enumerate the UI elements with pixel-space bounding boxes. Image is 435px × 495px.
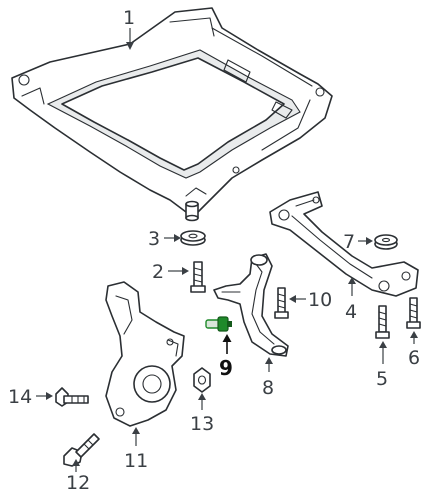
- part-9-highlighted-bolt: [205, 316, 232, 332]
- callout-3: 3: [148, 228, 160, 250]
- part-1-subframe: [11, 7, 333, 222]
- part-3-insulator: [180, 230, 206, 246]
- part-10-bolt: [274, 287, 289, 319]
- callout-1: 1: [123, 7, 135, 29]
- part-13-nut: [193, 367, 211, 393]
- callout-labels: 1 3 7 2 10 4 5 6 8 9 13 11 14 12: [8, 7, 420, 494]
- part-7-insulator: [374, 234, 398, 250]
- callout-4: 4: [345, 301, 357, 323]
- callout-10: 10: [308, 289, 332, 311]
- leader-lines: [36, 28, 418, 472]
- callout-12: 12: [66, 472, 90, 494]
- callout-2: 2: [152, 261, 164, 283]
- part-8-control-arm: [213, 253, 289, 357]
- callout-9: 9: [219, 356, 233, 380]
- callout-6: 6: [408, 347, 420, 369]
- part-12-bolt: [63, 433, 100, 467]
- callout-14: 14: [8, 386, 32, 408]
- part-14-bolt: [55, 387, 89, 407]
- part-6-bolt: [406, 297, 421, 329]
- part-11-knuckle: [105, 281, 185, 427]
- callout-13: 13: [190, 413, 214, 435]
- part-2-bolt: [190, 261, 206, 293]
- callout-11: 11: [124, 450, 148, 472]
- callout-5: 5: [376, 368, 388, 390]
- part-5-bolt: [375, 305, 390, 339]
- callout-8: 8: [262, 377, 274, 399]
- callout-7: 7: [343, 231, 355, 253]
- part-4-bracket: [269, 191, 419, 297]
